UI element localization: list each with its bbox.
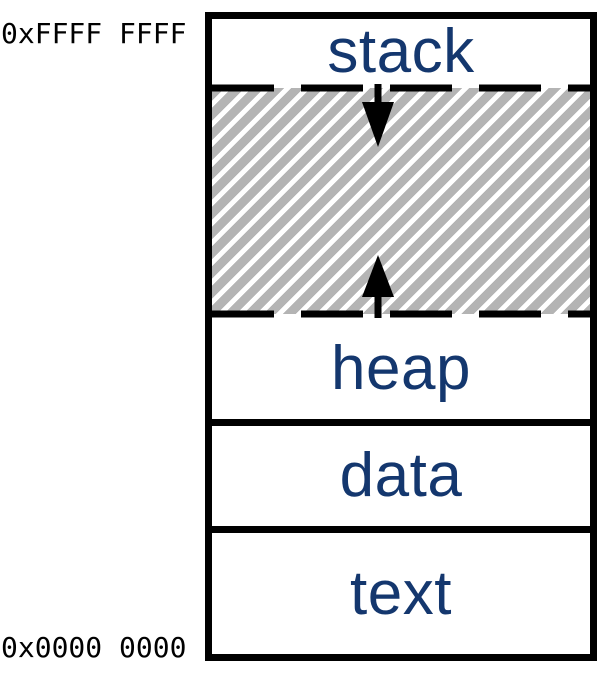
data-label: data [339, 441, 463, 510]
free-space-overlay [212, 84, 590, 318]
memory-box: stack heap data [205, 12, 597, 661]
bottom-address-label: 0x0000 0000 [1, 631, 187, 664]
stack-growth-down-arrow-icon [362, 84, 394, 147]
heap-growth-up-arrow-icon [362, 255, 394, 318]
text-label: text [350, 558, 452, 628]
heap-label: heap [331, 333, 471, 403]
heap-data-divider [212, 419, 590, 426]
region-free-space [212, 84, 590, 318]
region-heap: heap [212, 318, 590, 419]
hatch-pattern [212, 88, 590, 314]
region-text: text [212, 533, 590, 654]
top-address-label: 0xFFFF FFFF [1, 17, 187, 50]
region-stack: stack [212, 19, 590, 84]
region-data: data [212, 426, 590, 526]
stack-label: stack [327, 16, 475, 86]
data-text-divider [212, 526, 590, 533]
